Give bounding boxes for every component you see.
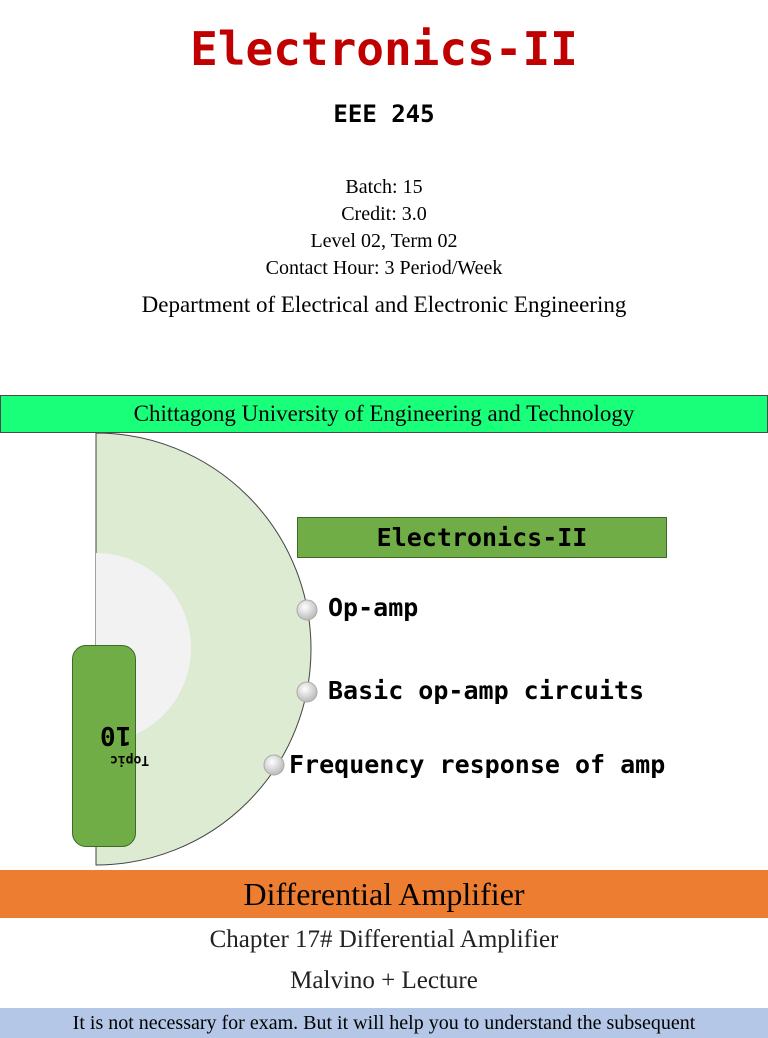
source-reference: Malvino + Lecture bbox=[290, 967, 478, 994]
bullet-knob-3 bbox=[263, 754, 285, 776]
topic-tab bbox=[72, 645, 136, 847]
bullet-knob-2 bbox=[296, 681, 318, 703]
level-text: Level 02, Term 02 bbox=[310, 230, 458, 252]
university-banner: Chittagong University of Engineering and… bbox=[0, 395, 768, 433]
credit-text: Credit: 3.0 bbox=[341, 203, 427, 225]
topic-item-1: Op-amp bbox=[328, 593, 419, 622]
topic-item-2: Basic op-amp circuits bbox=[328, 676, 645, 705]
contact-text: Contact Hour: 3 Period/Week bbox=[265, 257, 503, 279]
semicircle-outer bbox=[95, 433, 312, 866]
department-name: Department of Electrical and Electronic … bbox=[141, 292, 627, 317]
bullet-knob-1 bbox=[296, 599, 318, 621]
diagram-header: Electronics-II bbox=[297, 517, 667, 558]
course-code: EEE 245 bbox=[333, 100, 435, 128]
course-title: Electronics-II bbox=[190, 22, 578, 76]
note-banner: It is not necessary for exam. But it wil… bbox=[0, 1008, 768, 1038]
topic-item-3: Frequency response of amp bbox=[289, 750, 666, 779]
batch-text: Batch: 15 bbox=[345, 176, 423, 198]
chapter-reference: Chapter 17# Differential Amplifier bbox=[209, 926, 559, 953]
tab-number: 10 bbox=[100, 720, 132, 750]
tab-label: Topic bbox=[110, 752, 150, 767]
course-info: Batch: 15 Credit: 3.0 Level 02, Term 02 … bbox=[0, 174, 768, 282]
section-title: Differential Amplifier bbox=[0, 870, 768, 918]
